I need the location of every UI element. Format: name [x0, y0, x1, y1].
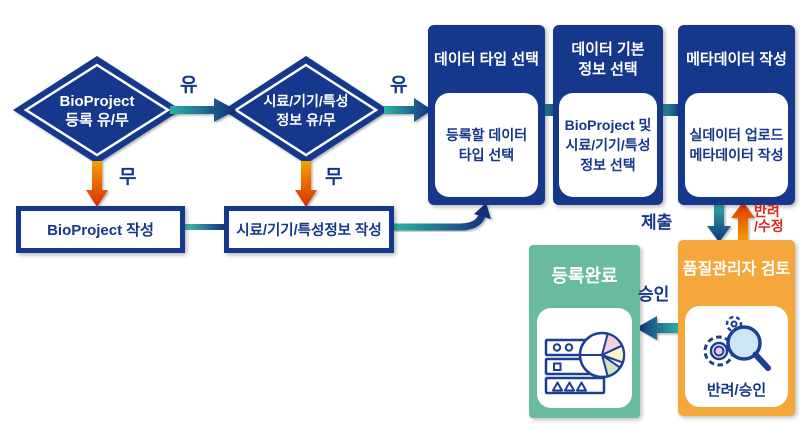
- qc-review-panel: 반려/승인: [685, 306, 788, 407]
- quality-check-icon: [703, 315, 771, 371]
- arrow-yes-2: [384, 98, 432, 122]
- label-yes-1: 유: [180, 75, 198, 96]
- arrow-process2-to-step1: [393, 203, 491, 231]
- completion-title: 등록완료: [551, 266, 618, 286]
- arrow-yes-1: [170, 98, 236, 122]
- label-submit: 제출: [641, 213, 673, 232]
- step2-panel: BioProject 및 시료/기기/특성 정보 선택: [559, 93, 657, 197]
- label-no-2: 무: [325, 167, 343, 188]
- step3-title: 메타데이터 작성: [686, 51, 787, 68]
- label-yes-2: 유: [390, 75, 408, 96]
- arrow-submit: [707, 203, 731, 242]
- arrow-no-1: [86, 161, 108, 207]
- label-no-1: 무: [119, 167, 137, 188]
- step2-title: 데이터 기본 정보 선택: [571, 41, 645, 78]
- qc-review-title: 품질관리자 검토: [682, 261, 791, 278]
- connector-process1-process2: [184, 224, 226, 230]
- decision-diamond-bioproject: [13, 56, 181, 164]
- process-box-sample-info-write: 시료/기기/특성정보 작성: [224, 206, 394, 253]
- label-approve: 승인: [638, 285, 670, 304]
- completion-box: 등록완료: [529, 245, 640, 418]
- step3-panel: 실데이터 업로드 메타데이터 작성: [685, 93, 788, 197]
- decision1-text: BioProject 등록 유/무: [59, 93, 135, 129]
- decision-diamond-sample-info: [223, 56, 389, 164]
- decision2-text: 시료/기기/특성 정보 유/무: [263, 93, 349, 128]
- step-card-metadata: 메타데이터 작성 실데이터 업로드 메타데이터 작성: [678, 25, 795, 205]
- qc-review-box: 품질관리자 검토 반려/승인: [678, 240, 795, 416]
- step1-title: 데이터 타입 선택: [434, 51, 539, 68]
- arrow-reject-revise: [731, 202, 755, 240]
- step1-panel: 등록할 데이터 타입 선택: [435, 93, 538, 197]
- label-reject-revise: 반려 /수정: [754, 203, 784, 234]
- registration-chart-icon: [544, 331, 625, 395]
- qc-result-label: 반려/승인: [706, 382, 767, 399]
- arrow-no-2: [295, 161, 317, 207]
- step-card-data-type: 데이터 타입 선택 등록할 데이터 타입 선택: [428, 25, 545, 205]
- completion-panel: [537, 308, 632, 408]
- process-box-bioproject-write: BioProject 작성: [16, 206, 185, 253]
- arrow-approve: [636, 316, 680, 340]
- step-card-basic-info: 데이터 기본 정보 선택 BioProject 및 시료/기기/특성 정보 선택: [553, 25, 663, 205]
- connector-step2-step3: [659, 104, 681, 116]
